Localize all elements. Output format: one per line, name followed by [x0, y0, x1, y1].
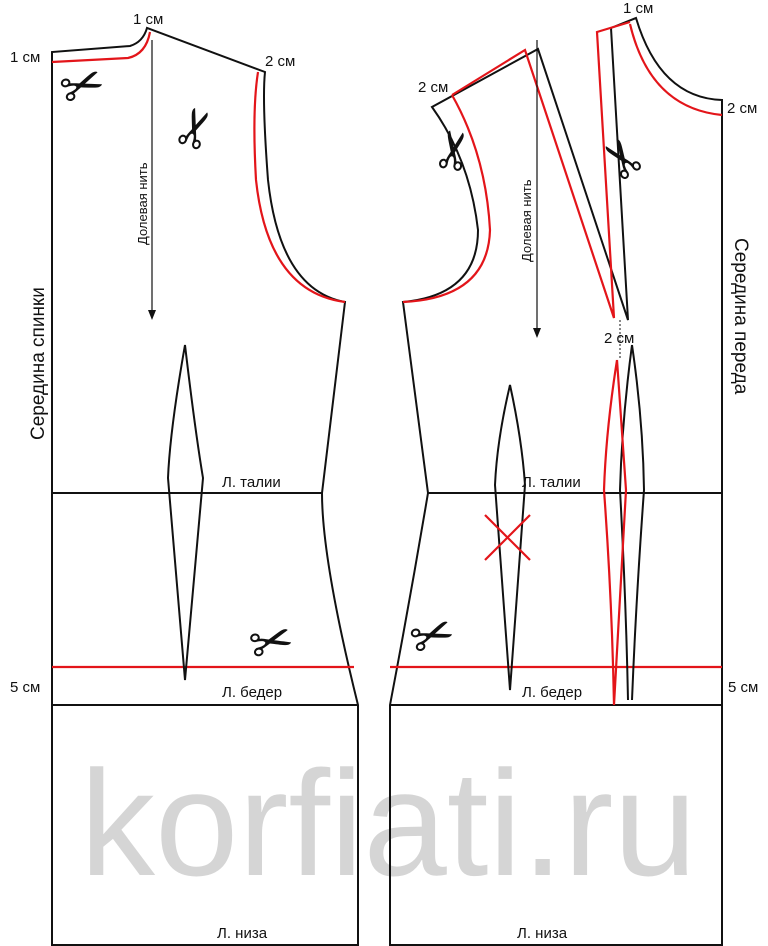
front-shoulder-dart-red	[451, 20, 631, 319]
watermark: korfiati.ru	[80, 739, 697, 907]
back-outline	[51, 26, 359, 946]
front-hem-label: Л. низа	[517, 925, 568, 942]
front-side-dart	[493, 384, 527, 691]
front-grain-label: Долевая нить	[519, 179, 534, 262]
back-grain-label: Долевая нить	[135, 162, 150, 245]
cross-out-mark	[484, 514, 531, 561]
front-waist-label: Л. талии	[522, 474, 581, 491]
front-center-dart-red	[602, 359, 628, 706]
front-neck-offset-center-label: 2 см	[727, 100, 757, 117]
front-neck-red	[628, 23, 723, 117]
scissors-icon: ✂	[587, 122, 660, 191]
front-center-dart	[618, 344, 646, 701]
back-hem-label: Л. низа	[217, 925, 268, 942]
back-dart	[166, 344, 205, 681]
back-shoulder-offset-label: 2 см	[265, 53, 295, 70]
front-shoulder-offset-label: 2 см	[418, 79, 448, 96]
back-center-label: Середина спинки	[28, 287, 49, 440]
scissors-icon: ✂	[162, 98, 231, 159]
front-piece: Долевая нить Середина переда 1 см 2 см 2…	[389, 0, 758, 946]
front-armhole-red	[402, 94, 492, 304]
back-hip-label: Л. бедер	[222, 684, 282, 701]
back-neck-red	[51, 31, 152, 64]
front-outline	[389, 16, 723, 946]
back-hip-offset-label: 5 см	[10, 679, 40, 696]
back-waist-label: Л. талии	[222, 474, 281, 491]
scissors-icon: ✂	[423, 124, 488, 177]
arrow-head-icon	[148, 310, 156, 320]
front-dart-offset-label: 2 см	[604, 330, 634, 347]
back-side-offset-label: 1 см	[10, 49, 40, 66]
scissors-icon: ✂	[402, 602, 463, 671]
arrow-head-icon	[533, 328, 541, 338]
front-hip-label: Л. бедер	[522, 684, 582, 701]
front-center-label: Середина переда	[730, 238, 751, 395]
back-armhole-red	[253, 71, 346, 304]
front-neck-offset-top-label: 1 см	[623, 0, 653, 17]
back-neck-offset-label: 1 см	[133, 11, 163, 28]
front-hip-offset-label: 5 см	[728, 679, 758, 696]
